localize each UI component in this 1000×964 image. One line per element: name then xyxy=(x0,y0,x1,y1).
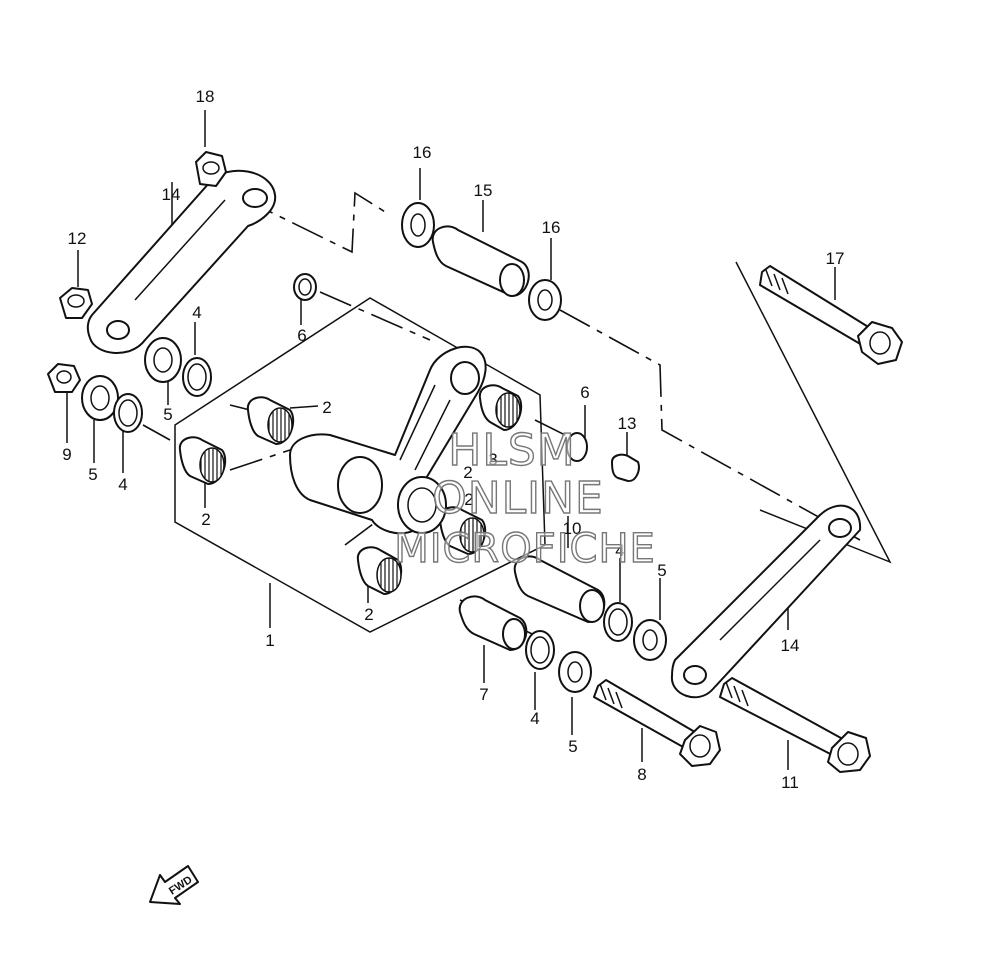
callout-4: 4 xyxy=(118,475,127,494)
callout-16: 16 xyxy=(413,143,432,162)
callout-2: 2 xyxy=(463,463,472,482)
needle-bearings xyxy=(178,384,523,595)
callout-5: 5 xyxy=(163,405,172,424)
watermark-line-3: MICROFICHE xyxy=(394,526,656,572)
watermark-line-1: HLSM xyxy=(448,425,576,476)
callout-3: 3 xyxy=(488,450,497,469)
callout-5: 5 xyxy=(657,561,666,580)
reference-triangle xyxy=(735,261,892,564)
callout-6: 6 xyxy=(580,383,589,402)
forward-direction-arrow: FWD xyxy=(149,865,199,905)
bolts xyxy=(593,265,903,773)
callout-18: 18 xyxy=(196,87,215,106)
callout-15: 15 xyxy=(474,181,493,200)
washers-seals xyxy=(81,202,667,693)
nut-parts xyxy=(47,151,227,393)
callout-4: 4 xyxy=(530,709,539,728)
callout-14: 14 xyxy=(781,636,800,655)
callout-9: 9 xyxy=(62,445,71,464)
callout-5: 5 xyxy=(568,737,577,756)
callout-5: 5 xyxy=(88,465,97,484)
callout-2: 2 xyxy=(322,398,331,417)
callout-7: 7 xyxy=(479,685,488,704)
leader-lines xyxy=(66,110,892,770)
callout-12: 12 xyxy=(68,229,87,248)
callout-17: 17 xyxy=(826,249,845,268)
callout-4: 4 xyxy=(615,541,624,560)
callout-11: 11 xyxy=(781,773,799,792)
sleeves xyxy=(431,225,640,651)
callout-8: 8 xyxy=(637,765,646,784)
callout-4: 4 xyxy=(192,303,201,322)
watermark-line-2: ONLINE xyxy=(432,473,604,524)
watermark: HLSM ONLINE MICROFICHE xyxy=(393,424,656,572)
callout-10: 10 xyxy=(563,519,582,538)
callout-16: 16 xyxy=(542,218,561,237)
callout-6: 6 xyxy=(297,326,306,345)
callout-2: 2 xyxy=(464,490,473,509)
callout-2: 2 xyxy=(364,605,373,624)
callout-1: 1 xyxy=(265,631,274,650)
callout-2: 2 xyxy=(201,510,210,529)
callout-labels: 1 2 2 2 2 2 3 4 4 4 4 5 5 5 5 6 6 7 8 9 … xyxy=(62,87,844,792)
link-rod-right xyxy=(670,504,862,699)
callout-14: 14 xyxy=(162,185,181,204)
assembly-outline xyxy=(174,297,546,633)
link-rod-left xyxy=(86,169,277,354)
callout-13: 13 xyxy=(618,414,637,433)
cushion-lever xyxy=(289,345,487,535)
